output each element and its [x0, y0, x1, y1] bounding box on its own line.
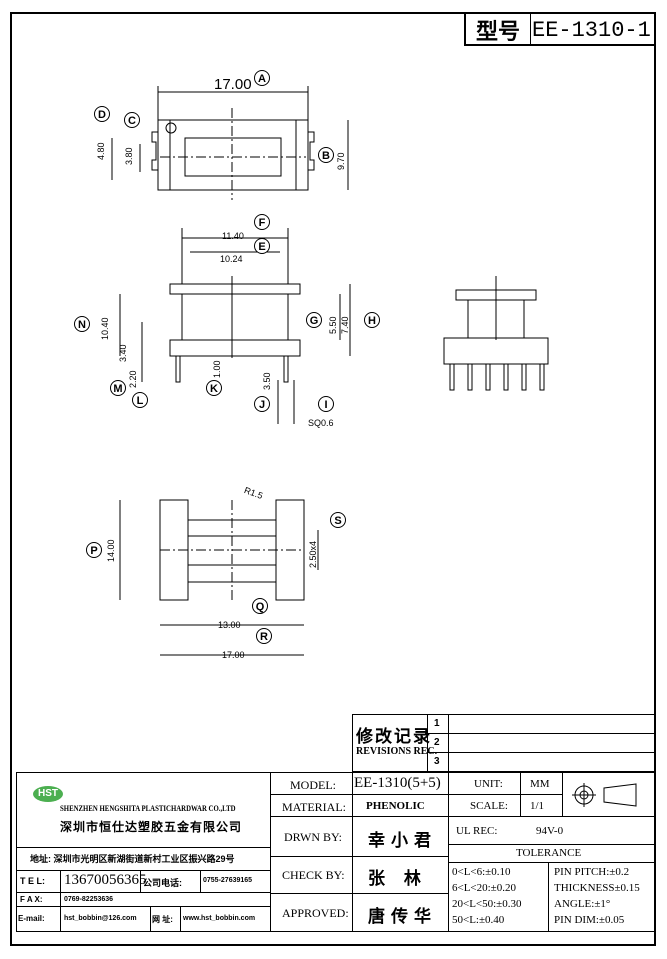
unit-value: MM	[530, 778, 550, 790]
ul-label: UL REC:	[456, 825, 498, 837]
company-name-en: SHENZHEN HENGSHITA PLASTICHARDWAR CO.,LT…	[60, 804, 236, 813]
company-fax-label: F A X:	[20, 895, 43, 904]
label-h: H	[364, 312, 380, 328]
company-address: 地址: 深圳市光明区新湖街道新村工业区振兴路29号	[30, 854, 235, 864]
company-email: hst_bobbin@126.com	[64, 915, 137, 922]
material-label: MATERIAL:	[282, 800, 346, 814]
scale-value: 1/1	[530, 800, 545, 812]
approved-value: 唐传华	[368, 907, 437, 926]
company-phone: 0755-27639165	[203, 877, 253, 884]
pin-dim: PIN DIM:±0.05	[554, 914, 625, 926]
dim-bot-w2: 17.00	[222, 650, 245, 660]
approved-label: APPROVED:	[282, 906, 349, 920]
company-web-label: 网 址:	[152, 915, 173, 924]
unit-label: UNIT:	[474, 778, 503, 790]
drawn-value: 幸小君	[368, 831, 437, 850]
drawing-frame	[10, 12, 656, 946]
company-tel: 13670056365	[64, 872, 147, 888]
side-view	[119, 228, 351, 424]
company-box	[16, 772, 271, 932]
label-j: J	[254, 396, 270, 412]
label-r: R	[256, 628, 272, 644]
pin-pitch: PIN PITCH:±0.2	[554, 866, 630, 878]
label-p: P	[86, 542, 102, 558]
revisions-title-cn: 修改记录	[356, 727, 432, 746]
label-b: B	[318, 147, 334, 163]
tolerance-label: TOLERANCE	[516, 847, 582, 859]
check-label: CHECK BY:	[282, 868, 345, 882]
thickness: THICKNESS±0.15	[554, 882, 640, 894]
dim-mid-w2: 10.24	[220, 254, 243, 264]
company-email-label: E-mail:	[18, 914, 45, 923]
ul-value: 94V-0	[536, 825, 564, 837]
material-value: PHENOLIC	[366, 800, 425, 812]
label-c: C	[124, 112, 140, 128]
revisions-title-en: REVISIONS REC.	[356, 746, 438, 757]
company-logo	[33, 786, 63, 802]
revision-num-2: 2	[434, 737, 440, 748]
label-g: G	[306, 312, 322, 328]
label-l: L	[132, 392, 148, 408]
end-view	[443, 276, 549, 391]
company-phone-label: 公司电话:	[143, 878, 182, 888]
label-a: A	[254, 70, 270, 86]
check-value: 张 林	[368, 869, 421, 888]
revisions-box	[352, 714, 656, 772]
scale-label: SCALE:	[470, 800, 508, 812]
company-web: www.hst_bobbin.com	[183, 915, 256, 922]
angle: ANGLE:±1°	[554, 898, 611, 910]
company-tel-label: T E L:	[20, 876, 45, 886]
tolerance-1: 0<L<6:±0.10	[452, 866, 511, 878]
title-block-box	[271, 772, 656, 932]
model-header-box	[464, 12, 656, 46]
model-label: MODEL:	[290, 778, 336, 792]
bottom-view	[119, 499, 319, 656]
tolerance-4: 50<L:±0.40	[452, 914, 505, 926]
label-k: K	[206, 380, 222, 396]
label-s: S	[330, 512, 346, 528]
tolerance-3: 20<L<50:±0.30	[452, 898, 522, 910]
model-value: EE-1310(5+5)	[354, 775, 441, 791]
dim-bot-w1: 13.00	[218, 620, 241, 630]
label-f: F	[254, 214, 270, 230]
label-d: D	[94, 106, 110, 122]
top-view	[111, 86, 349, 200]
label-e: E	[254, 238, 270, 254]
label-m: M	[110, 380, 126, 396]
company-fax: 0769-82253636	[64, 896, 114, 903]
label-n: N	[74, 316, 90, 332]
dim-pin-sq: SQ0.6	[308, 418, 334, 428]
dim-top-width: 17.00	[214, 76, 252, 93]
label-i: I	[318, 396, 334, 412]
label-q: Q	[252, 598, 268, 614]
model-header-value: EE-1310-1	[532, 18, 651, 43]
tolerance-2: 6<L<20:±0.20	[452, 882, 516, 894]
revision-num-3: 3	[434, 756, 440, 767]
company-logo-text: HST	[38, 788, 58, 799]
drawn-label: DRWN BY:	[284, 830, 342, 844]
company-name-cn: 深圳市恒仕达塑胶五金有限公司	[60, 820, 243, 834]
model-header-label: 型号	[476, 19, 521, 44]
dim-mid-w1: 11.40	[222, 231, 244, 241]
revision-num-1: 1	[434, 718, 440, 729]
